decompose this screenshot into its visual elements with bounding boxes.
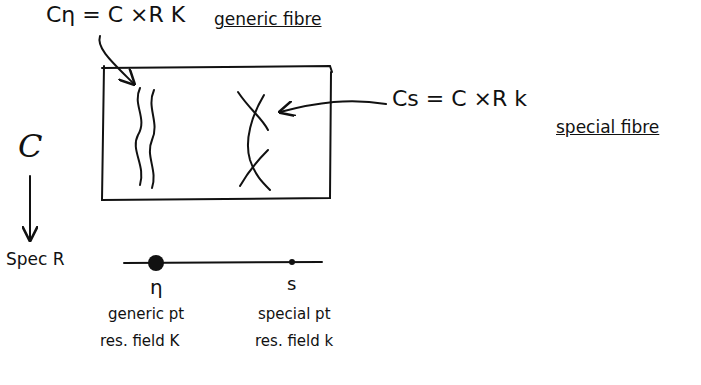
generic-fibre-curve [136, 88, 142, 185]
generic-fibre-curve [150, 90, 155, 188]
special-point [289, 259, 295, 265]
point-name: η [150, 276, 163, 299]
fibre-formula: Cs = C ×R k [392, 86, 527, 111]
scheme-name: C [18, 128, 42, 165]
fibre-name: generic fibre [214, 10, 322, 30]
fibre-name: special fibre [556, 118, 659, 138]
point-note: res. field k [255, 333, 333, 350]
base-name: Spec R [6, 250, 65, 270]
point-note: generic pt [108, 306, 184, 323]
leader-arrow [99, 36, 134, 84]
point-note: res. field K [100, 333, 179, 350]
special-fibre-curve [248, 95, 270, 190]
special-fibre-curve [240, 150, 268, 186]
leader-arrow [280, 101, 386, 112]
point-name: s [287, 274, 296, 295]
scheme-box [102, 66, 332, 200]
fibre-formula: Cη = C ×R K [46, 2, 185, 27]
morphism-arrow [29, 176, 31, 240]
generic-point [148, 255, 164, 271]
point-note: special pt [258, 306, 331, 323]
